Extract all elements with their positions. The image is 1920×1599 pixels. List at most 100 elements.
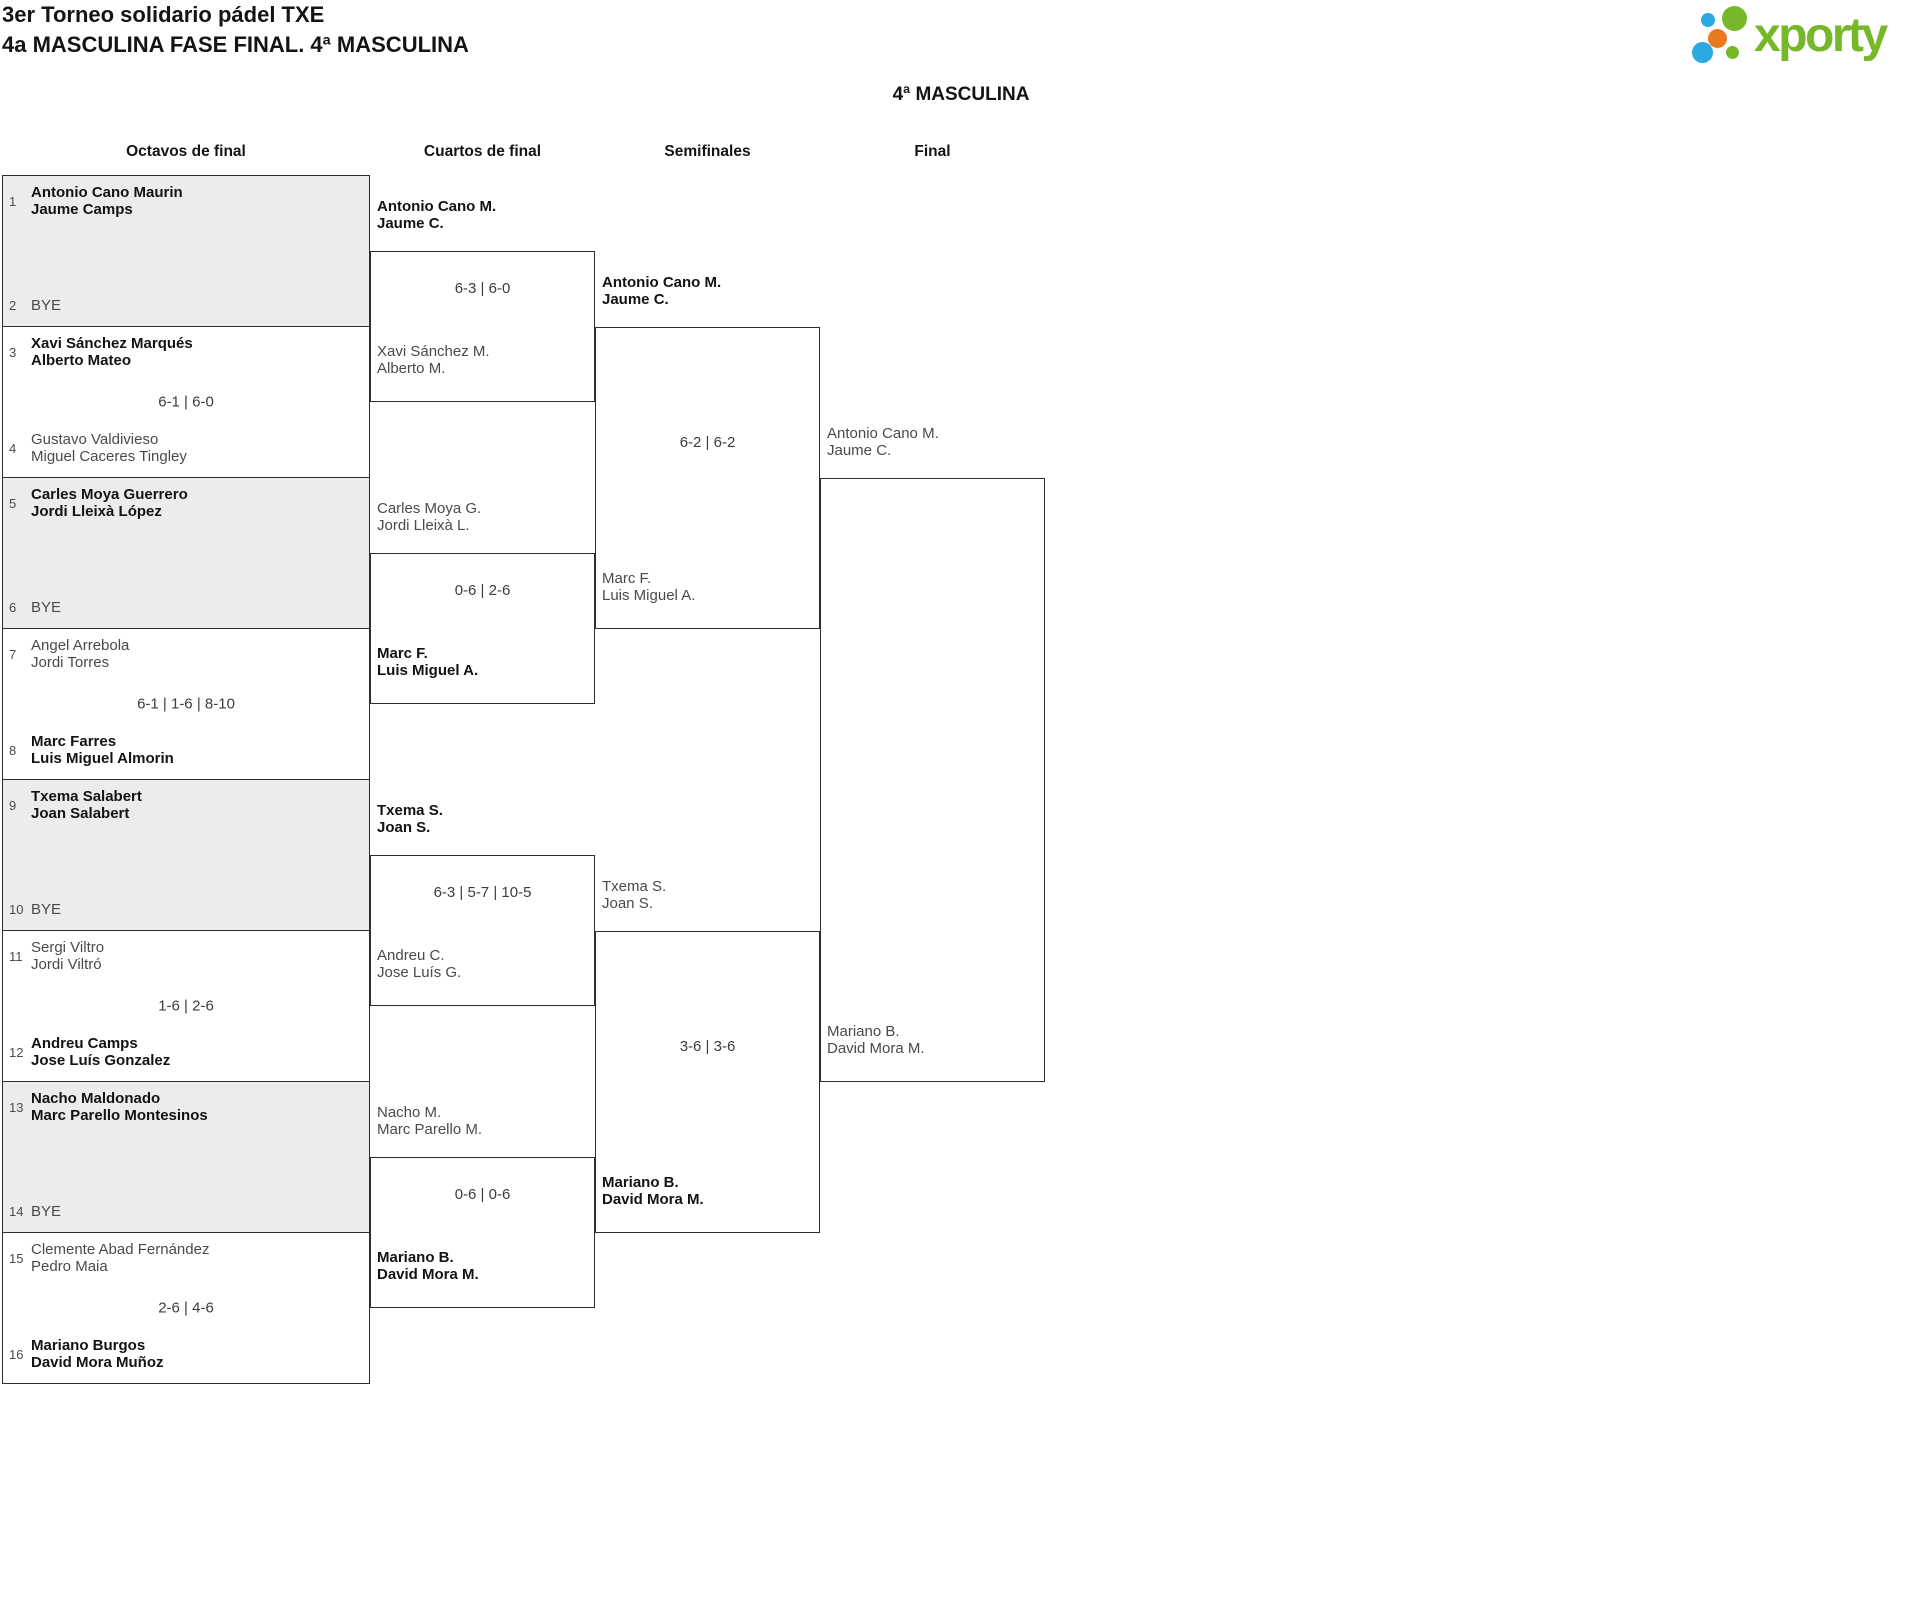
xporty-logo[interactable]: xporty — [1688, 4, 1913, 76]
participant-names: Andreu C.Jose Luís G. — [377, 947, 461, 981]
participant-name: Jordi Torres — [31, 654, 110, 671]
participant-name: Andreu C. — [377, 947, 445, 964]
participant-name: Jose Luís Gonzalez — [31, 1052, 171, 1069]
participant-names: Mariano B.David Mora M. — [827, 1023, 925, 1057]
participant-name: Alberto Mateo — [31, 352, 132, 369]
participant-name: David Mora M. — [827, 1039, 925, 1057]
match-score: 3-6 | 3-6 — [679, 1037, 736, 1055]
participant-top: Antonio Cano M.Jaume C. — [827, 425, 939, 459]
match-score: 1-6 | 2-6 — [158, 997, 214, 1015]
participant-name: Miguel Caceres Tingley — [31, 448, 187, 465]
participant-names: Mariano B.David Mora M. — [377, 1249, 479, 1283]
logo-dot-icon — [1701, 13, 1715, 27]
participant-name: Nacho Maldonado — [31, 1090, 161, 1107]
participant-name: BYE — [31, 901, 62, 918]
participant-name: Alberto M. — [377, 360, 446, 377]
participant-name: Carles Moya G. — [377, 500, 482, 517]
seed-number: 15 — [9, 1250, 24, 1266]
match-score: 6-2 | 6-2 — [679, 433, 736, 451]
participant-bottom: Mariano B.David Mora M. — [602, 1174, 704, 1208]
participant-top: Antonio Cano M.Jaume C. — [377, 198, 496, 232]
participant-name: Jordi Lleixà L. — [377, 517, 470, 534]
seed-number: 8 — [9, 742, 17, 758]
match-score: 6-1 | 1-6 | 8-10 — [137, 695, 235, 713]
participant-names: Mariano B.David Mora M. — [602, 1174, 704, 1208]
tournament-name: 3er Torneo solidario pádel TXE — [2, 2, 325, 27]
participant-name: Gustavo Valdivieso — [31, 431, 159, 448]
participant-name: Xavi Sánchez Marqués — [31, 335, 193, 352]
participant-names: Nacho M.Marc Parello M. — [377, 1104, 482, 1138]
participant-name: Sergi Viltro — [31, 939, 105, 956]
participant-top: Antonio Cano M.Jaume C. — [602, 274, 721, 308]
seed-number: 16 — [9, 1346, 24, 1362]
match-r2-4: Nacho M.Marc Parello M. Mariano B.David M… — [370, 1104, 595, 1308]
participant-names: Txema S.Joan S. — [602, 878, 666, 912]
participant-bottom: 6 BYE — [3, 599, 369, 616]
participant-name: David Mora Muñoz — [31, 1354, 164, 1371]
match-score: 6-1 | 6-0 — [158, 393, 214, 411]
tournament-category-subtitle: 4a MASCULINA FASE FINAL. 4ª MASCULINA — [2, 32, 469, 57]
participant-name: Antonio Cano Maurin — [31, 184, 183, 201]
participant-name: Xavi Sánchez M. — [377, 343, 490, 360]
round-header-1: Octavos de final — [126, 143, 246, 160]
participant-name: Mariano B. — [827, 1022, 900, 1040]
participant-name: Jaume C. — [827, 441, 892, 459]
match-r2-1: Antonio Cano M.Jaume C. Xavi Sánchez M.Al… — [370, 198, 595, 402]
participant-name: Pedro Maia — [31, 1258, 108, 1275]
participant-name: Mariano B. — [377, 1249, 454, 1266]
participant-names: Antonio Cano M.Jaume C. — [602, 274, 721, 308]
participant-names: BYE — [31, 599, 61, 616]
participant-name: Txema S. — [377, 802, 443, 819]
participant-names: BYE — [31, 297, 61, 314]
participant-name: BYE — [31, 1203, 62, 1220]
participant-name: Luis Miguel A. — [602, 586, 696, 604]
participant-bottom: Xavi Sánchez M.Alberto M. — [377, 343, 490, 377]
seed-number: 12 — [9, 1044, 24, 1060]
participant-name: Antonio Cano M. — [827, 424, 939, 442]
match-score: 0-6 | 2-6 — [454, 582, 511, 599]
seed-number: 10 — [9, 902, 24, 917]
participant-names: Txema S.Joan S. — [377, 802, 443, 836]
participant-name: Carles Moya Guerrero — [31, 486, 188, 503]
participant-name: Luis Miguel A. — [377, 662, 479, 679]
participant-name: Marc Farres — [31, 733, 117, 750]
participant-bottom: 10 BYE — [3, 901, 369, 918]
participant-top: Carles Moya G.Jordi Lleixà L. — [377, 500, 481, 534]
participant-name: Marc Parello Montesinos — [31, 1107, 208, 1124]
participant-name: Jaume C. — [377, 215, 444, 232]
participant-name: BYE — [31, 297, 62, 314]
participant-name: Clemente Abad Fernández — [31, 1241, 210, 1258]
seed-number: 6 — [9, 600, 17, 615]
match-score: 6-3 | 6-0 — [454, 280, 511, 297]
seed-number: 3 — [9, 344, 17, 360]
participant-name: Jordi Lleixà López — [31, 503, 162, 520]
seed-number: 2 — [9, 298, 17, 313]
participant-name: David Mora M. — [602, 1190, 704, 1208]
tournament-title: 3er Torneo solidario pádel TXE 4a MASCUL… — [2, 0, 469, 60]
match-r3-2: Txema S.Joan S. Mariano B.David Mora M. 3-… — [595, 878, 820, 1233]
round-header-4: Final — [914, 143, 951, 160]
